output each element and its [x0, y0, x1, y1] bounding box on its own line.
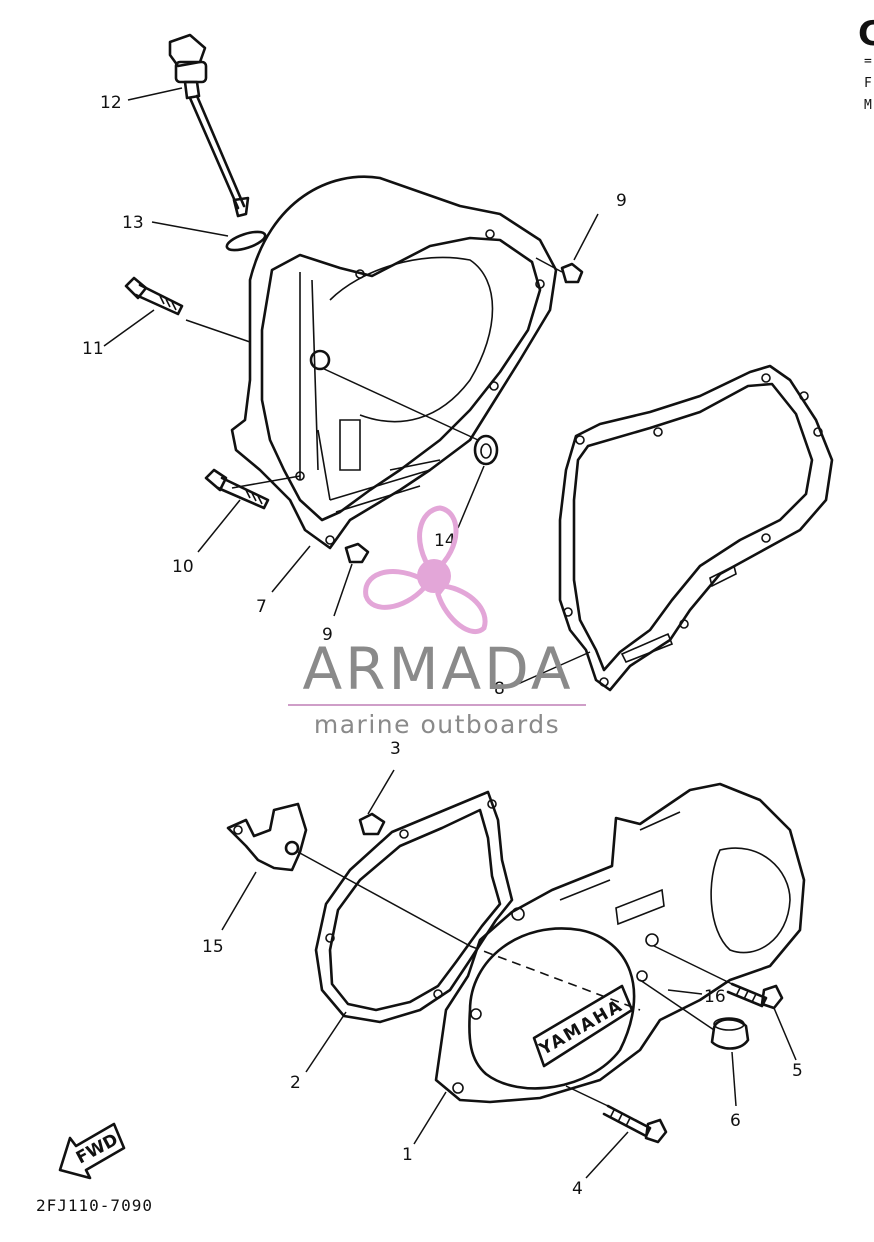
callout-13: 13	[122, 213, 144, 233]
callout-3: 3	[390, 739, 401, 759]
corner-line-3: M	[864, 98, 872, 113]
part-5-bolt	[726, 982, 784, 1010]
callout-8: 8	[494, 679, 505, 699]
part-6-plug	[710, 1017, 750, 1050]
armada-propeller-logo	[363, 505, 488, 635]
alignment-lines	[185, 257, 733, 1107]
callout-4: 4	[572, 1179, 583, 1199]
callout-leaders	[103, 87, 797, 1179]
callout-2: 2	[290, 1073, 301, 1093]
armada-tagline: marine outboards	[313, 710, 561, 739]
part-8-gasket	[558, 364, 834, 692]
callout-10: 10	[172, 557, 194, 577]
fwd-arrow-icon: FWD	[58, 1122, 126, 1180]
part-13-o-ring	[225, 230, 267, 252]
callout-15: 15	[202, 937, 224, 957]
callout-14: 14	[434, 531, 456, 551]
part-9-dowel-lower	[344, 542, 370, 564]
callout-7: 7	[256, 597, 267, 617]
part-1-crankcase-cover: YAMAHA	[434, 782, 806, 1104]
part-15-bracket	[226, 802, 308, 872]
part-7-crankcase-cover	[230, 175, 558, 550]
callout-16: 16	[704, 987, 726, 1007]
callout-5: 5	[792, 1061, 803, 1081]
callout-6: 6	[730, 1111, 741, 1131]
armada-wordmark: ARMADA	[302, 635, 574, 703]
part-3-dowel	[358, 812, 386, 836]
callout-12: 12	[100, 93, 122, 113]
callout-labels: 12 13 11 9 14 10 7 9 8 3 15 16 5 2 6 1 4	[82, 93, 803, 1199]
part-11-bolt	[124, 276, 184, 316]
callout-11: 11	[82, 339, 104, 359]
corner-line-1: =	[864, 54, 872, 69]
callout-9-lower: 9	[322, 625, 333, 645]
corner-header-fragment: C	[858, 14, 874, 54]
callout-9-upper: 9	[616, 191, 627, 211]
watermark-divider	[288, 704, 586, 706]
part-9-dowel-upper	[560, 262, 584, 284]
drawing-code: 2FJ110-7090	[36, 1196, 153, 1215]
part-14-oil-seal	[473, 434, 499, 466]
part-2-gasket	[314, 790, 514, 1024]
part-10-bolt	[204, 468, 270, 510]
corner-line-2: F	[864, 76, 872, 91]
part-12-dipstick	[168, 33, 250, 218]
callout-1: 1	[402, 1145, 413, 1165]
part-4-bolt	[602, 1104, 668, 1144]
